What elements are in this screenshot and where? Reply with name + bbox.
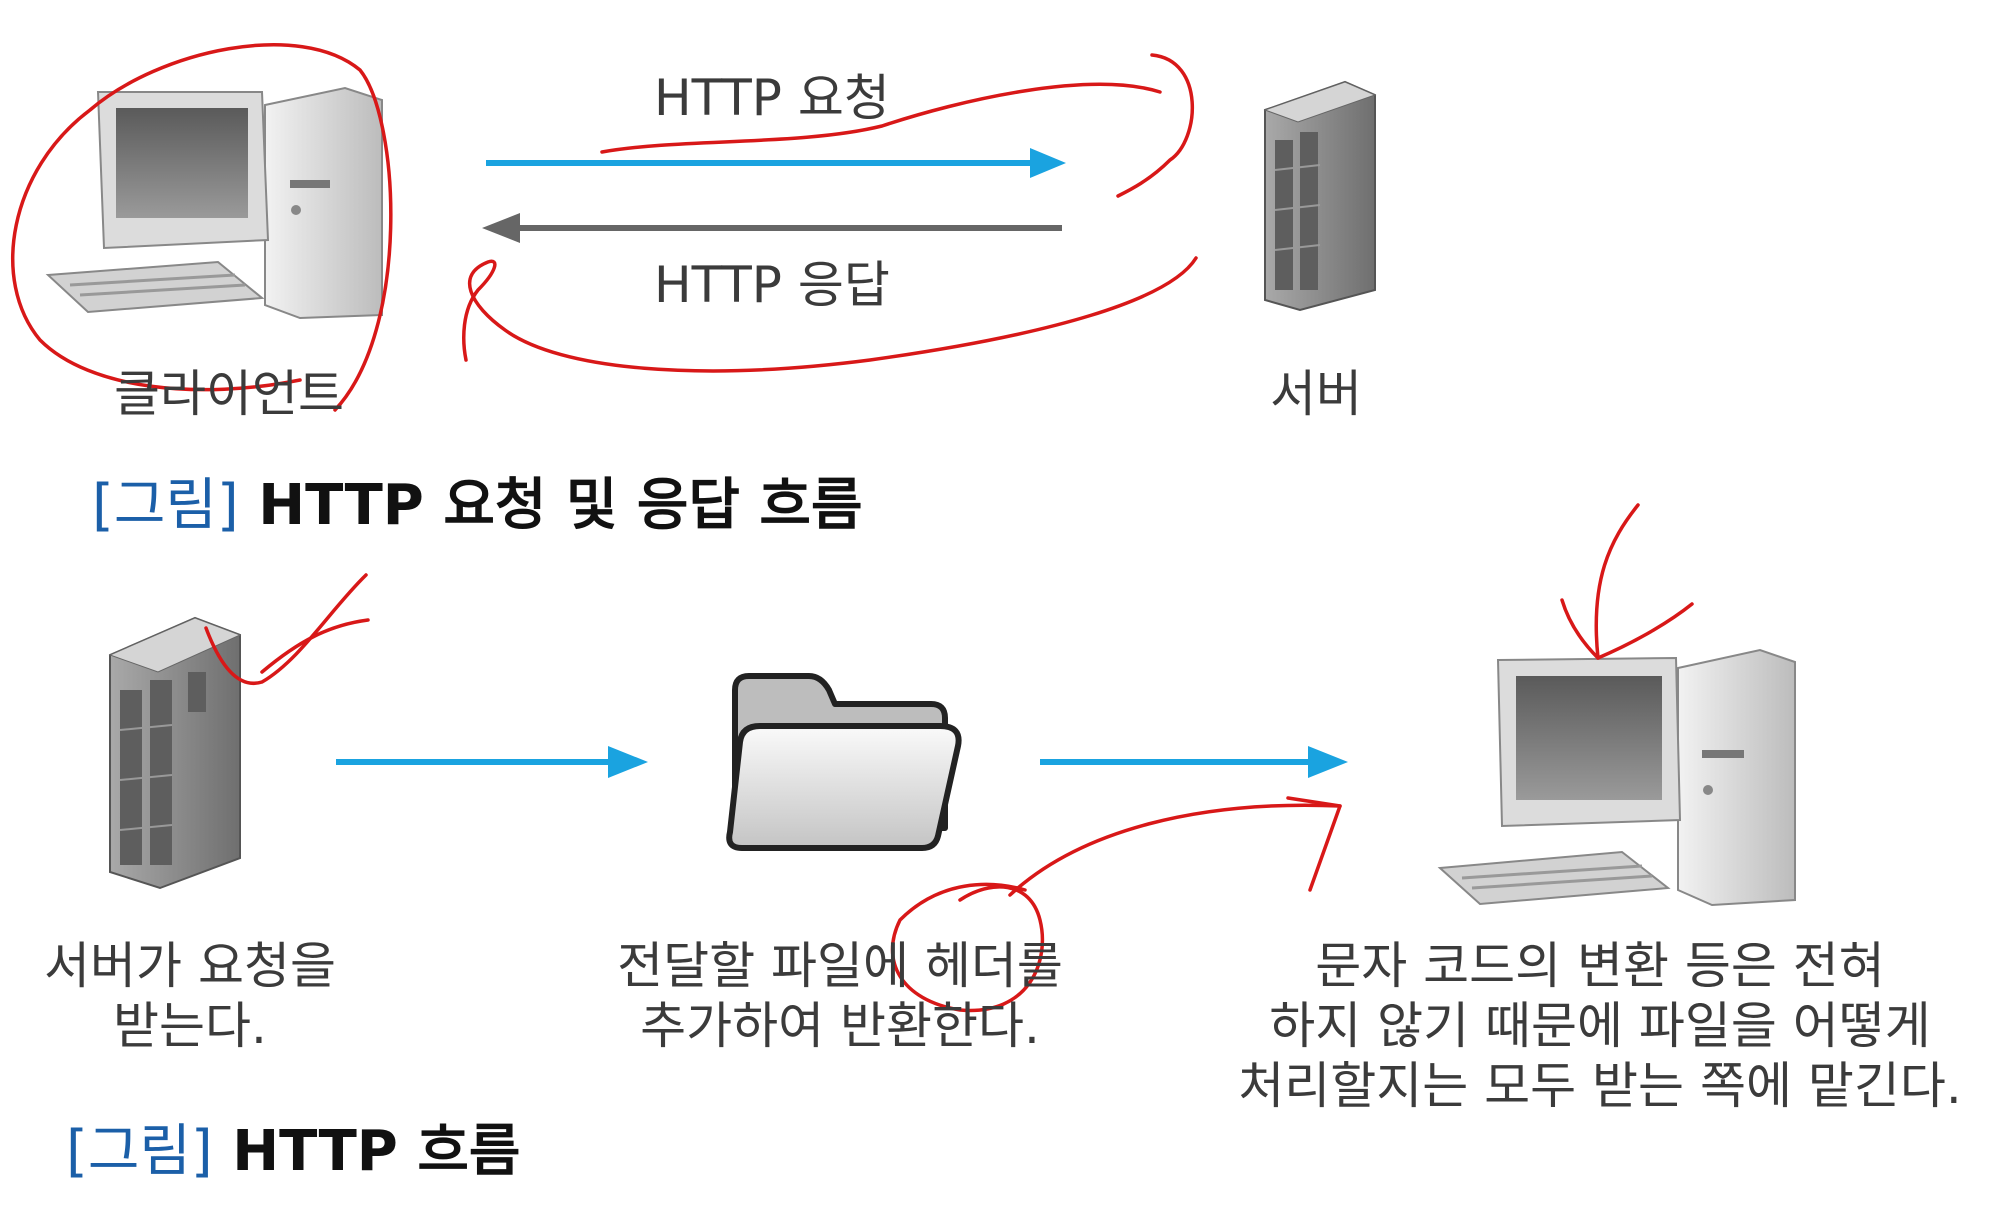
figure-caption-http-flow: [그림] HTTP 흐름 — [66, 1106, 520, 1187]
step1-label: 서버가 요청을 받는다. — [44, 937, 336, 1055]
annotation-client-circle — [11, 43, 393, 412]
client-computer-icon — [45, 86, 383, 320]
server-icon-flow — [108, 616, 242, 890]
annotation-response-curve — [462, 256, 1198, 373]
http-request-arrow — [486, 148, 1066, 178]
server-label: 서버 — [1270, 365, 1362, 423]
flow-arrow-1 — [336, 746, 648, 778]
step3-label: 문자 코드의 변환 등은 전혀 하지 않기 때문에 파일을 어떻게 처리할지는 … — [1238, 937, 1962, 1115]
annotation-request-curve — [1116, 53, 1194, 198]
figure-caption-request-response: [그림] HTTP 요청 및 응답 흐름 — [92, 460, 862, 541]
step2-label: 전달할 파일에 헤더를 추가하여 반환한다. — [617, 937, 1063, 1055]
caption-text: HTTP 요청 및 응답 흐름 — [258, 473, 863, 538]
annotation-request-underline — [600, 82, 1162, 154]
receiving-computer-icon — [1437, 648, 1796, 907]
annotation-header-arrowhead — [1286, 796, 1342, 892]
request-label: HTTP 요청 — [654, 69, 890, 127]
annotation-checkmark-server — [204, 573, 368, 686]
annotation-checkmark-server-2 — [260, 618, 370, 674]
annotation-arrow-down-monitor-2 — [1596, 602, 1694, 660]
folder-icon — [726, 673, 962, 851]
flow-arrow-2 — [1040, 746, 1348, 778]
annotation-header-circle — [890, 882, 1045, 1013]
caption-tag: [그림] — [92, 473, 239, 538]
caption-text: HTTP 흐름 — [232, 1119, 521, 1184]
annotation-header-arrow — [1008, 803, 1342, 897]
http-response-arrow — [482, 213, 1062, 243]
client-label: 클라이언트 — [114, 365, 344, 423]
response-label: HTTP 응답 — [654, 256, 890, 314]
server-icon — [1263, 80, 1377, 312]
caption-tag: [그림] — [66, 1119, 213, 1184]
annotation-arrow-down-monitor — [1560, 503, 1640, 660]
